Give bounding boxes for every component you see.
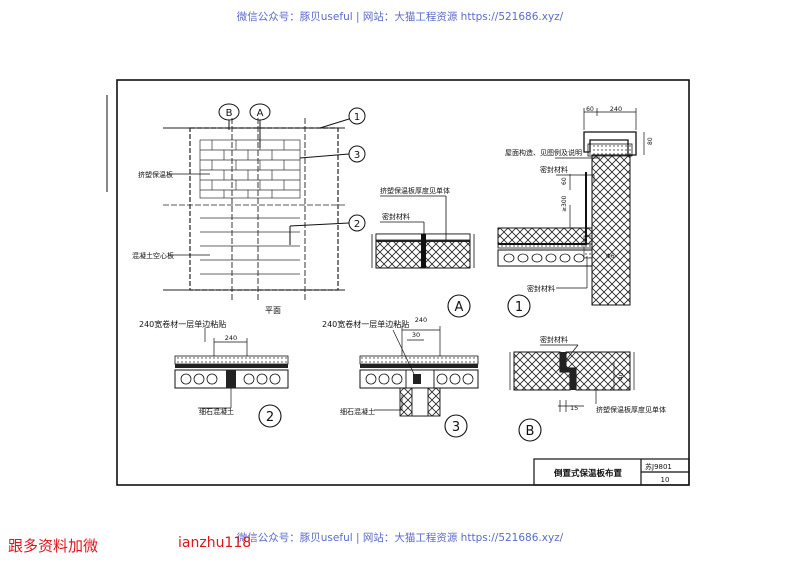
promo-text-left: 跟多资料加微 [8, 537, 99, 555]
detail-1-seal-top-label: 密封材料 [540, 165, 568, 174]
detail-2-dim-240: 240 [225, 334, 237, 342]
detail-1-mark-label: 1 [515, 300, 523, 315]
detail-1-seal-bottom-label: 密封材料 [527, 284, 555, 293]
plan-drawing: B A 1 3 2 [163, 103, 366, 300]
detail-a-mark-label: A [455, 300, 464, 315]
detail-1-fi6-label: Φ6 [606, 253, 615, 260]
marker-1 [319, 107, 366, 129]
detail-a-seal-label: 密封材料 [382, 212, 410, 221]
title-block [533, 458, 690, 486]
detail-3-mark-label: 3 [452, 420, 460, 435]
detail-3-bottom-label: 细石混凝土 [340, 407, 375, 416]
plan-slab-label: 混凝土空心板 [132, 251, 174, 260]
detail-2-drawing [174, 328, 289, 409]
detail-a-board-label: 挤塑保温板厚度见单体 [380, 186, 450, 195]
detail-3-dim-30: 30 [412, 331, 420, 339]
detail-2-mark [258, 404, 282, 428]
title-block-code: 苏J9801 [645, 462, 672, 471]
marker-1-label: 1 [354, 112, 360, 123]
detail-3-mark [444, 414, 468, 438]
detail-a-drawing [371, 195, 475, 269]
watermark-top: 微信公众号：豚贝useful | 网站：大猫工程资源 https://52168… [236, 11, 564, 23]
detail-2-bottom-label: 细石混凝土 [199, 407, 234, 416]
detail-1-dim-60b: 60 [561, 177, 568, 185]
marker-2-label: 2 [354, 219, 360, 230]
plan-board-label: 挤塑保温板 [138, 170, 173, 179]
detail-2-mark-label: 2 [266, 410, 274, 425]
marker-a-label: A [257, 108, 264, 119]
detail-a-mark [447, 294, 471, 318]
watermark-bottom: 微信公众号：豚贝useful | 网站：大猫工程资源 https://52168… [236, 532, 564, 544]
marker-2 [289, 214, 366, 245]
detail-1-dim-300: ≥300 [561, 195, 568, 212]
detail-3-dim-240: 240 [415, 316, 427, 324]
detail-1-dim-240: 240 [610, 105, 622, 113]
detail-b-dim-40: 40 [618, 372, 625, 380]
detail-1-parapet-label: 屋面构造、见图例及说明 [505, 148, 582, 157]
detail-b-drawing [509, 344, 635, 412]
marker-3-label: 3 [354, 150, 360, 161]
title-block-title: 倒置式保温板布置 [553, 468, 623, 479]
marker-b-label: B [226, 108, 233, 119]
title-block-page: 10 [661, 476, 670, 484]
detail-3-top-label: 240宽卷材一层单边粘贴 [322, 319, 409, 329]
detail-2-top-label: 240宽卷材一层单边粘贴 [139, 319, 226, 329]
detail-1-drawing [497, 108, 645, 306]
detail-b-seal-label: 密封材料 [540, 335, 568, 344]
detail-b-mark-label: B [526, 424, 535, 439]
detail-3-drawing [359, 326, 479, 417]
sheet-frame [116, 79, 690, 486]
detail-1-mark [507, 294, 531, 318]
detail-b-dim-15: 15 [570, 404, 578, 412]
plan-title: 平面 [265, 306, 281, 315]
promo-text-right: ianzhu118 [178, 535, 252, 551]
marker-3 [299, 145, 366, 163]
detail-1-dim-80: 80 [647, 137, 654, 145]
detail-b-mark [518, 418, 542, 442]
marker-b [218, 103, 240, 130]
detail-b-board-label: 挤塑保温板厚度见单体 [596, 405, 666, 414]
detail-1-dim-60: 60 [586, 106, 594, 113]
marker-a [249, 103, 271, 148]
